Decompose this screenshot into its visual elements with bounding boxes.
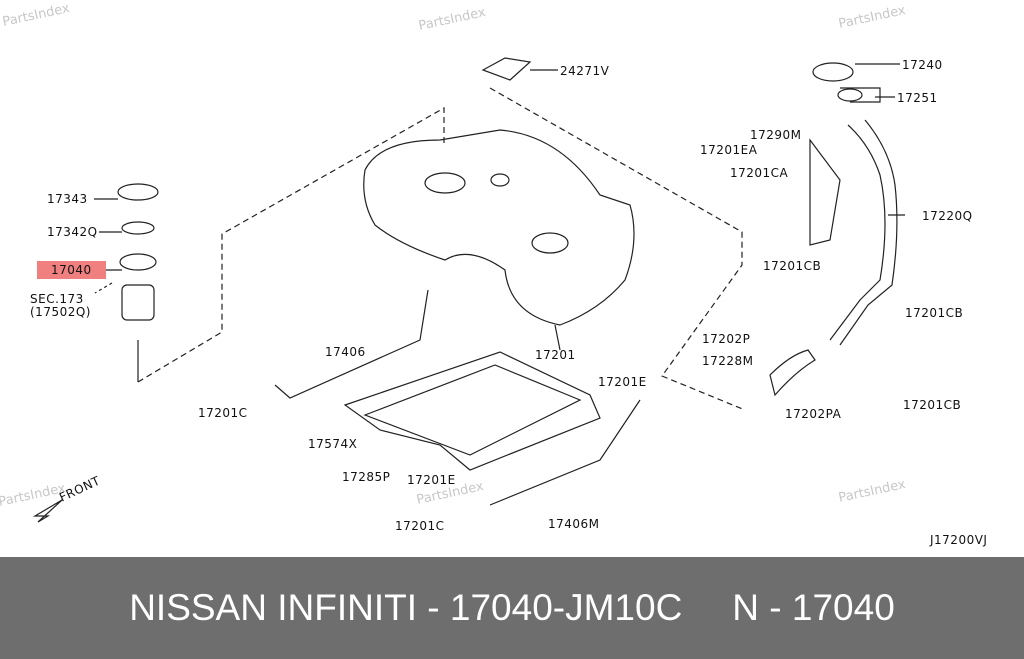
part-label[interactable]: 17220Q [922,209,973,223]
diagram-code: J17200VJ [930,533,988,547]
part-label[interactable]: 17201C [198,406,248,420]
part-label[interactable]: 17201E [407,473,456,487]
part-label[interactable]: 17201CB [903,398,962,412]
part-label[interactable]: 17290M [750,128,802,142]
parts-diagram: PartsIndex PartsIndex PartsIndex PartsIn… [0,1,988,547]
footer-title: NISSAN INFINITI - 17040-JM10C [129,587,683,628]
section-ref: SEC.173 [30,292,84,306]
part-label[interactable]: 17201CA [730,166,789,180]
part-label[interactable]: 24271V [560,64,610,78]
part-label[interactable]: 17406 [325,345,366,359]
footer-part-number: N - 17040 [732,587,895,628]
part-label[interactable]: 17228M [702,354,754,368]
part-label[interactable]: 17285P [342,470,391,484]
part-label[interactable]: 17201CB [763,259,822,273]
diagram-drawing [32,57,905,523]
part-label[interactable]: 17342Q [47,225,98,239]
part-label[interactable]: 17201CB [905,306,964,320]
part-label[interactable]: 17201E [598,375,647,389]
part-label[interactable]: 17201C [395,519,445,533]
part-label[interactable]: 17240 [902,58,943,72]
part-label[interactable]: 17251 [897,91,938,105]
section-ref: (17502Q) [30,305,91,319]
footer-banner: NISSAN INFINITI - 17040-JM10C N - 17040 [0,557,1024,659]
part-label-highlighted[interactable]: 17040 [37,261,106,279]
part-label[interactable]: 17201EA [700,143,758,157]
part-label[interactable]: 17406M [548,517,600,531]
part-label[interactable]: 17202P [702,332,751,346]
part-label[interactable]: 17201 [535,348,576,362]
part-label[interactable]: 17202PA [785,407,842,421]
part-label[interactable]: 17343 [47,192,88,206]
part-label[interactable]: 17574X [308,437,358,451]
